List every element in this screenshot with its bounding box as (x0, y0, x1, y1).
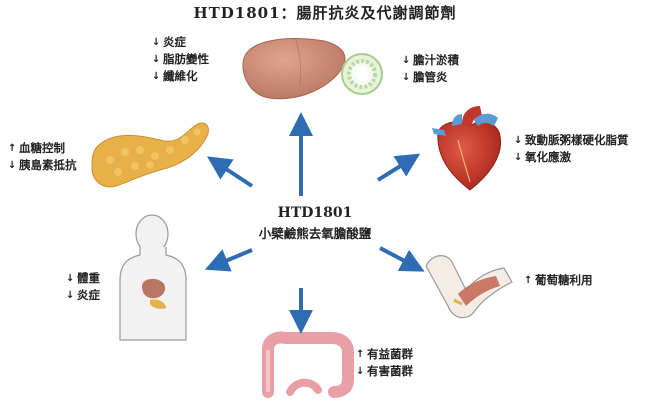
gut-illustration (262, 331, 354, 398)
liver-effect: ↓纖維化 (152, 69, 198, 83)
arrow-lower-left (204, 248, 253, 272)
body-effect: ↓體重 (66, 271, 100, 285)
body-effect: ↓炎症 (66, 288, 100, 302)
center-name: HTD1801 (277, 205, 353, 221)
liver-effect: ↓脂肪變性 (152, 52, 209, 66)
heart-effects: ↓致動脈粥樣硬化脂質 ↓氧化應激 (514, 132, 629, 166)
bile-duct-illustration (341, 53, 383, 95)
diagram-title: HTD1801：腸肝抗炎及代謝調節劑 (193, 4, 457, 22)
pancreas-effect: ↓胰島素抵抗 (8, 158, 77, 172)
pancreas-effect: ↑血糖控制 (8, 141, 65, 155)
arrow-lower-right (379, 246, 425, 272)
bile-effect: ↓膽汁淤積 (402, 53, 459, 67)
center-subtitle: 小檗鹼熊去氧膽酸鹽 (258, 226, 372, 241)
liver-illustration (242, 38, 346, 100)
pancreas-illustration (91, 122, 209, 188)
muscle-effects: ↑葡萄糖利用 (524, 272, 593, 289)
liver-effect: ↓炎症 (152, 35, 186, 49)
arrow-upper-right (376, 153, 421, 182)
human-body-illustration (119, 214, 187, 341)
bile-effects: ↓膽汁淤積 ↓膽管炎 (402, 52, 459, 86)
muscle-effect: ↑葡萄糖利用 (524, 273, 593, 287)
bile-effect: ↓膽管炎 (402, 70, 448, 84)
center-label: HTD1801 小檗鹼熊去氧膽酸鹽 (215, 205, 415, 242)
arrow-upper-left (206, 156, 254, 188)
arrows (204, 112, 425, 334)
heart-effect: ↓氧化應激 (514, 150, 571, 164)
gut-effect: ↓有害菌群 (356, 364, 413, 378)
gut-effect: ↑有益菌群 (356, 347, 413, 361)
heart-effect: ↓致動脈粥樣硬化脂質 (514, 133, 629, 147)
gut-effects: ↑有益菌群 ↓有害菌群 (356, 346, 413, 380)
heart-illustration (432, 106, 502, 191)
liver-effects: ↓炎症 ↓脂肪變性 ↓纖維化 (152, 34, 209, 85)
arm-muscle-illustration (425, 255, 513, 319)
body-effects: ↓體重 ↓炎症 (66, 270, 100, 304)
pancreas-effects: ↑血糖控制 ↓胰島素抵抗 (8, 140, 77, 174)
